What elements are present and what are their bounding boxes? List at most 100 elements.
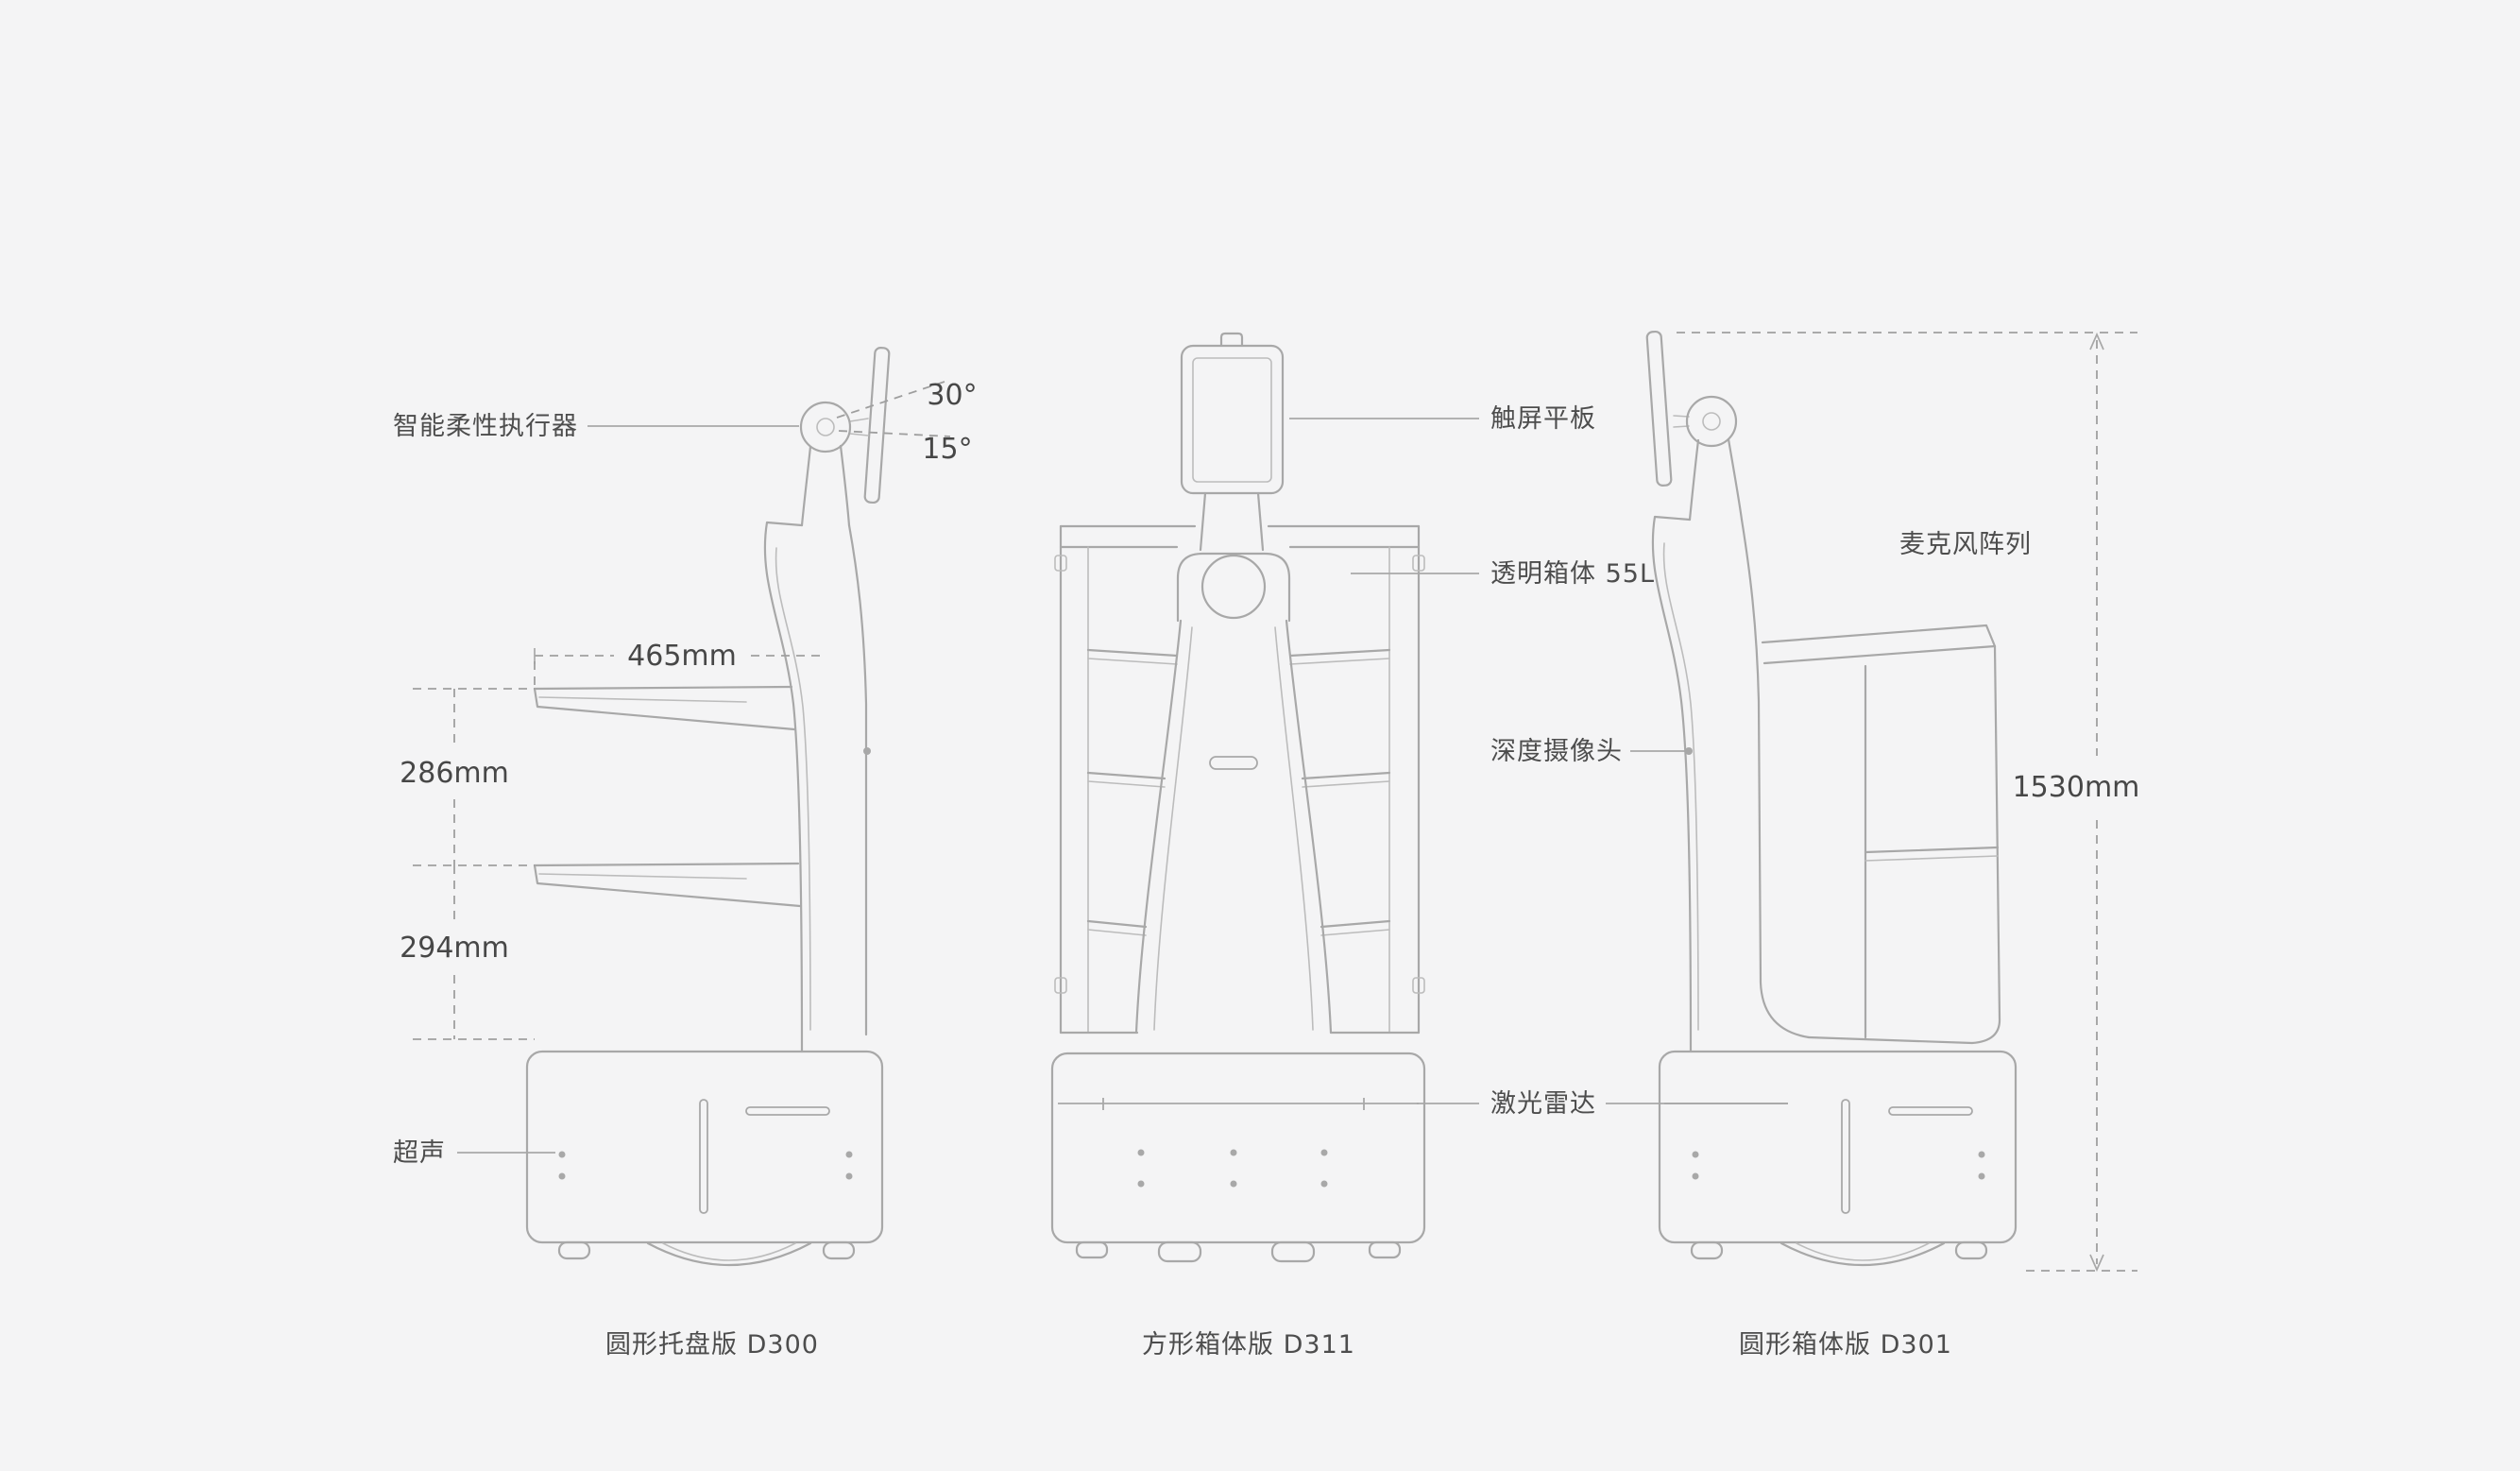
ultrasonic-sensor-dot — [845, 1172, 853, 1180]
panel-hinge-link — [849, 418, 869, 436]
spine-left-edge — [1134, 619, 1183, 1035]
tray-2-underside — [533, 864, 802, 908]
actuator-label: 智能柔性执行器 — [393, 412, 578, 441]
tray-width-value: 465mm — [627, 640, 737, 673]
box-corner-tab — [1412, 555, 1425, 572]
lower-tray-gap-value: 294mm — [400, 932, 509, 965]
neck-left-edge — [1199, 491, 1207, 552]
tilt-ray-up — [836, 381, 945, 419]
base-shell — [1050, 1052, 1426, 1244]
total-height-value: 1530mm — [2013, 771, 2140, 804]
base-vertical-slot — [699, 1099, 708, 1214]
tablet-top-tab — [1219, 332, 1244, 348]
cabinet-lid — [1761, 624, 1997, 665]
ultrasonic-label: 超声 — [393, 1138, 446, 1168]
ultrasonic-sensor-dot — [845, 1151, 853, 1158]
cabinet-shelf-thickness — [1864, 855, 1999, 862]
box-corner-tab — [1054, 555, 1067, 572]
d301-annotations: 麦克风阵列 1530mm — [1677, 332, 2140, 1273]
cabinet-right-wall — [1807, 644, 2001, 1045]
transparent-box-label: 透明箱体 55L — [1490, 559, 1655, 589]
ultrasonic-sensor-dot — [558, 1151, 566, 1158]
caster-wheel — [1954, 1240, 1988, 1260]
shelf-1-thickness — [1087, 658, 1390, 665]
ultrasonic-sensor-dot — [1137, 1180, 1145, 1188]
mast-back-edge — [847, 523, 868, 1036]
base-shell — [525, 1050, 884, 1244]
tablet-screen — [1192, 357, 1272, 483]
caster-wheel — [557, 1240, 591, 1260]
drive-wheel — [1270, 1240, 1316, 1263]
d311-annotations: 触屏平板 透明箱体 55L 深度摄像头 激光雷达 — [1289, 404, 1788, 1119]
drive-wheel-inner — [662, 1242, 796, 1261]
mast-front-edge — [1651, 515, 1693, 1053]
tablet-outline — [1180, 344, 1285, 495]
ultrasonic-sensor-dot — [1230, 1180, 1237, 1188]
mast-inner-line — [1662, 542, 1699, 1031]
cabinet-shelf-edge — [1864, 846, 2000, 854]
height-arrow-up — [2089, 332, 2104, 351]
base-horizontal-slot — [1888, 1106, 1973, 1116]
base-shell — [1658, 1050, 2018, 1244]
tray-2-lip — [538, 873, 747, 880]
robot-d311-drawing — [1050, 332, 1426, 1263]
ultrasonic-sensor-dot — [1692, 1172, 1699, 1180]
box-corner-tab — [1054, 977, 1067, 994]
tilt-up-value: 30° — [927, 379, 977, 412]
depth-camera-label: 深度摄像头 — [1490, 737, 1623, 766]
shelf-3-edge — [1086, 919, 1391, 929]
caster-wheel — [1368, 1240, 1402, 1259]
actuator-joint-circle — [799, 401, 852, 453]
neck-back-edge — [839, 444, 851, 527]
shelf-1-edge — [1086, 648, 1391, 658]
tray-1-lip — [538, 696, 747, 703]
panel-hinge-link — [1673, 415, 1690, 428]
mast-inner-line — [775, 547, 811, 1031]
d300-annotations: 30° 15° 智能柔性执行器 465mm 286mm 294mm 超声 — [393, 379, 978, 1168]
caption-d301: 圆形箱体版 D301 — [1739, 1330, 1952, 1360]
shelf-2-edge — [1086, 771, 1391, 780]
screen-panel-side — [1645, 330, 1673, 487]
actuator-joint-hub — [1702, 412, 1721, 431]
base-vertical-slot — [1841, 1099, 1850, 1214]
shoulder-collar — [1176, 552, 1291, 623]
captions: 圆形托盘版 D300 方形箱体版 D311 圆形箱体版 D301 — [605, 1330, 1952, 1360]
screen-panel-side — [863, 347, 891, 505]
ultrasonic-sensor-dot — [1137, 1149, 1145, 1156]
ultrasonic-sensor-dot — [1978, 1151, 1985, 1158]
touchscreen-label: 触屏平板 — [1490, 404, 1596, 434]
robot-d301-drawing — [1645, 330, 2018, 1267]
tilt-ray-level — [838, 430, 951, 437]
drive-wheel-outer — [1779, 1241, 1946, 1267]
drive-wheel-outer — [646, 1241, 812, 1267]
spine-handle-slot — [1209, 756, 1258, 770]
shelf-2-thickness — [1087, 780, 1390, 788]
neck-front-edge — [1688, 438, 1700, 522]
lidar-label: 激光雷达 — [1490, 1089, 1596, 1119]
tray-2-top — [533, 862, 800, 867]
ultrasonic-sensor-dot — [1692, 1151, 1699, 1158]
base-horizontal-slot — [745, 1106, 830, 1116]
height-arrow-down — [2089, 1254, 2104, 1273]
tray-1-underside — [533, 687, 796, 731]
ultrasonic-sensor-dot — [1230, 1149, 1237, 1156]
drive-wheel-inner — [1796, 1242, 1930, 1261]
actuator-joint-circle — [1685, 395, 1738, 448]
depth-camera-dot-left — [863, 747, 871, 755]
tilt-down-value: 15° — [922, 433, 972, 466]
tray-1-top — [533, 685, 793, 691]
actuator-joint-hub — [816, 418, 835, 436]
robot-d300-drawing — [525, 347, 891, 1267]
neck-back-edge — [1727, 437, 1744, 522]
ultrasonic-sensor-dot — [1320, 1149, 1328, 1156]
caster-wheel — [1690, 1240, 1724, 1260]
box-corner-tab — [1412, 977, 1425, 994]
mast-front-edge — [763, 521, 804, 1053]
mic-array-label: 麦克风阵列 — [1899, 530, 2032, 559]
caster-wheel — [822, 1240, 856, 1260]
neck-right-edge — [1256, 491, 1265, 552]
depth-camera-dot — [1685, 747, 1693, 755]
mast-back-edge — [1740, 518, 1811, 1039]
